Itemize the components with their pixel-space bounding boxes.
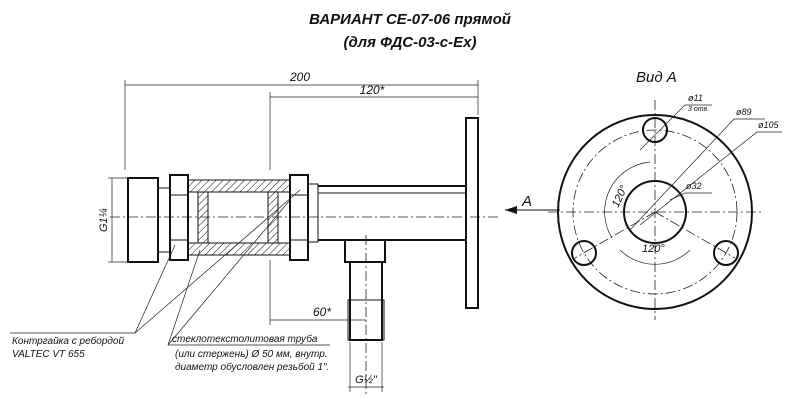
mounting-hole <box>713 240 739 266</box>
drawing-subtitle: (для ФДС-03-с-Ех) <box>344 34 477 51</box>
mounting-hole <box>571 240 597 266</box>
note-tube-line1: стеклотекстолитовая труба <box>172 333 318 345</box>
angle-label-2: 120° <box>642 243 665 255</box>
dim-total-length: 200 <box>289 70 310 84</box>
glass-textolite-tube <box>187 179 291 193</box>
thread-main-label: G1¼ <box>98 208 110 232</box>
note-tube-line2: (или стержень) Ø 50 мм, внутр. <box>175 349 328 360</box>
note-tube-line3: диаметр обусловлен резьбой 1". <box>175 361 329 373</box>
side-pipe-collar <box>344 239 386 263</box>
inner-dia-label: ø32 <box>686 181 702 191</box>
note-nut-line1: Контргайка с ребордой <box>12 335 124 347</box>
front-view: Вид А ø11 3 отв. ø89 ø105 ø32 120° 120° <box>548 69 782 320</box>
hex-nut-left <box>169 174 189 261</box>
bolt-circle-label: ø89 <box>736 107 752 117</box>
outer-dia-label: ø105 <box>758 120 780 130</box>
view-title: Вид А <box>636 69 677 86</box>
flange-plate <box>465 117 479 309</box>
dim-pipe-length: 120* <box>360 83 385 97</box>
note-nut-line2: VALTEC VT 655 <box>12 349 85 360</box>
thread-side-label: G½" <box>355 374 378 386</box>
hex-nut-right <box>289 174 309 261</box>
hole-dia-label: ø11 <box>688 93 703 103</box>
drawing-title: ВАРИАНТ СЕ-07-06 прямой <box>309 11 511 28</box>
lock-nut <box>127 177 159 263</box>
side-view: 200 120* 60* G1¼ G½" A Контргайка с ребо… <box>10 70 560 395</box>
view-arrow-label: A <box>521 193 532 210</box>
hole-count-label: 3 отв. <box>688 106 709 113</box>
dim-side-offset: 60* <box>313 305 331 319</box>
